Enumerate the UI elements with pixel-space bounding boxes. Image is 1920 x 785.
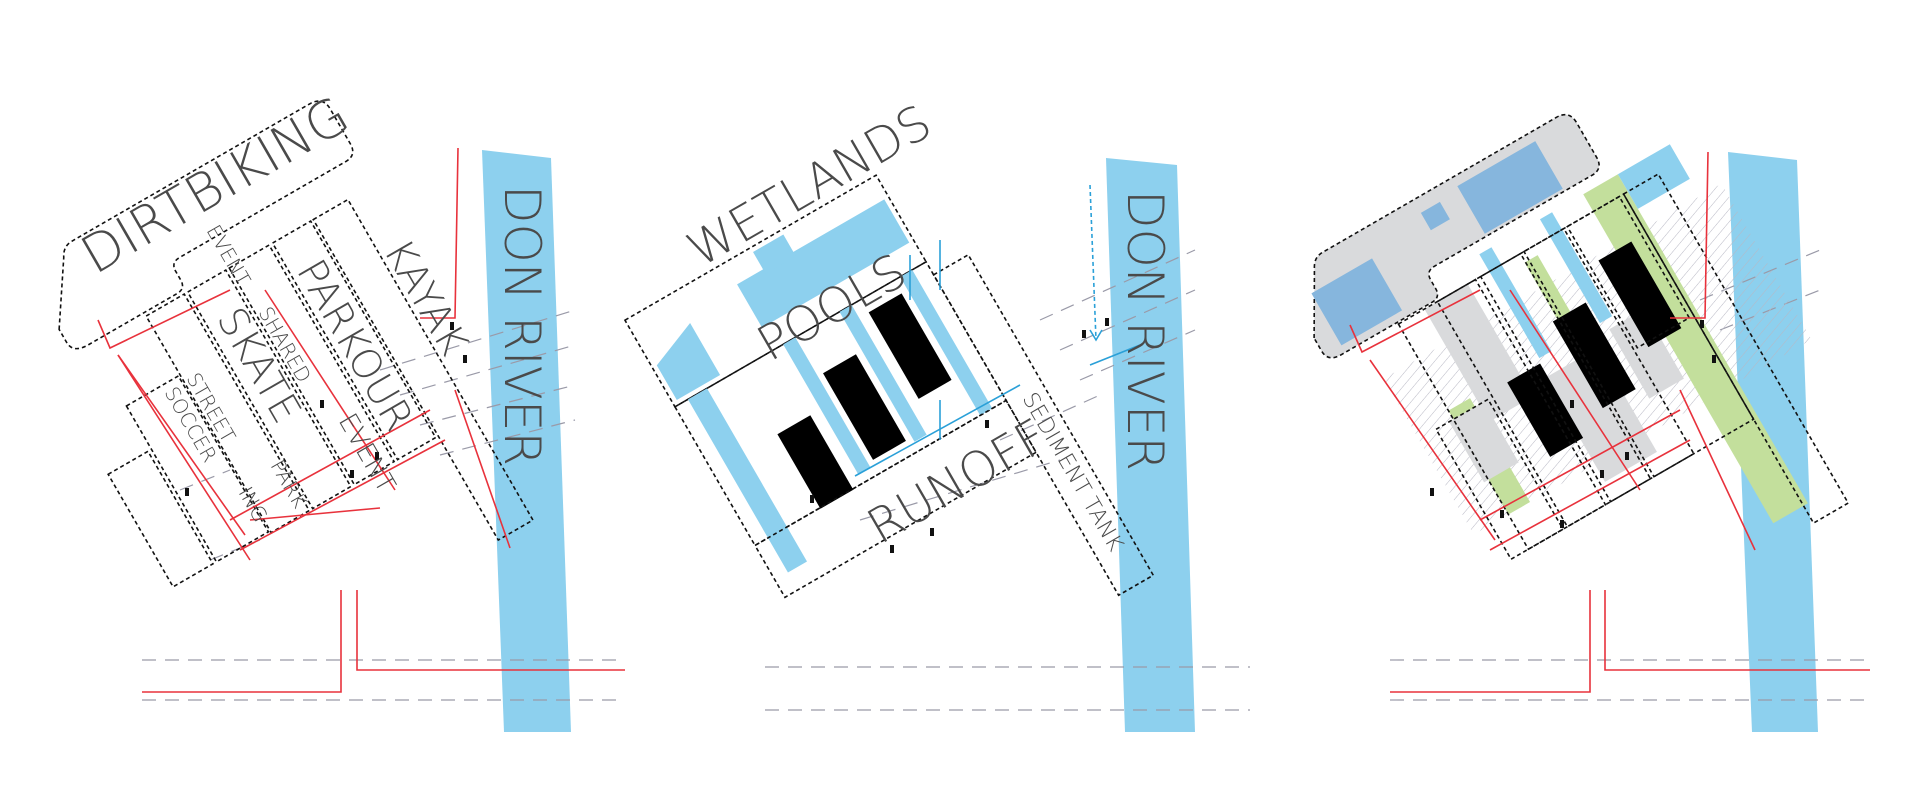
pools-zone bbox=[673, 260, 1008, 547]
kayak-zone bbox=[271, 219, 437, 461]
shared-zone bbox=[186, 268, 352, 510]
parkour-zone bbox=[228, 243, 396, 486]
panel-program: DIRTBIKING EVENT SHARED PARKOUR KAYAK SK… bbox=[58, 86, 625, 732]
dirtbiking-zone bbox=[58, 100, 354, 350]
building-2 bbox=[823, 354, 906, 460]
panel-water: WETLANDS POOLS RUNOFF SEDIMENT TANK DON … bbox=[623, 94, 1250, 732]
sediment-tank-zone bbox=[932, 253, 1155, 597]
label-event-top: EVENT bbox=[202, 221, 256, 290]
panel-composite bbox=[1311, 113, 1870, 732]
building-3 bbox=[868, 293, 952, 399]
panel3-ticks bbox=[1430, 320, 1716, 528]
panel2-ticks bbox=[810, 318, 1109, 553]
label-sediment-tank: SEDIMENT TANK bbox=[1017, 389, 1128, 557]
river-edge-zone bbox=[312, 198, 535, 542]
event-zone bbox=[145, 292, 311, 534]
panel2-zones bbox=[623, 174, 1155, 599]
street-soccer-zone bbox=[107, 450, 215, 588]
label-river-2: DON RIVER bbox=[1116, 190, 1174, 471]
panel2-flow-arrows bbox=[854, 184, 1141, 477]
panel3-circulation bbox=[1349, 151, 1870, 693]
label-river-1: DON RIVER bbox=[493, 185, 551, 466]
panel2-river bbox=[1106, 158, 1195, 732]
label-park: PARK bbox=[266, 456, 313, 513]
label-ing: ING bbox=[234, 483, 273, 526]
panel1-ticks bbox=[185, 322, 467, 496]
panel1-program-blocks bbox=[58, 100, 535, 588]
panel1-ground-lines bbox=[142, 309, 625, 701]
panel2-ground-lines bbox=[765, 249, 1250, 711]
panel1-circulation bbox=[97, 147, 625, 693]
panel3-zones bbox=[1311, 113, 1850, 561]
building-1 bbox=[777, 415, 854, 509]
label-kayak: KAYAK bbox=[374, 232, 476, 363]
panel1-river bbox=[482, 150, 571, 732]
